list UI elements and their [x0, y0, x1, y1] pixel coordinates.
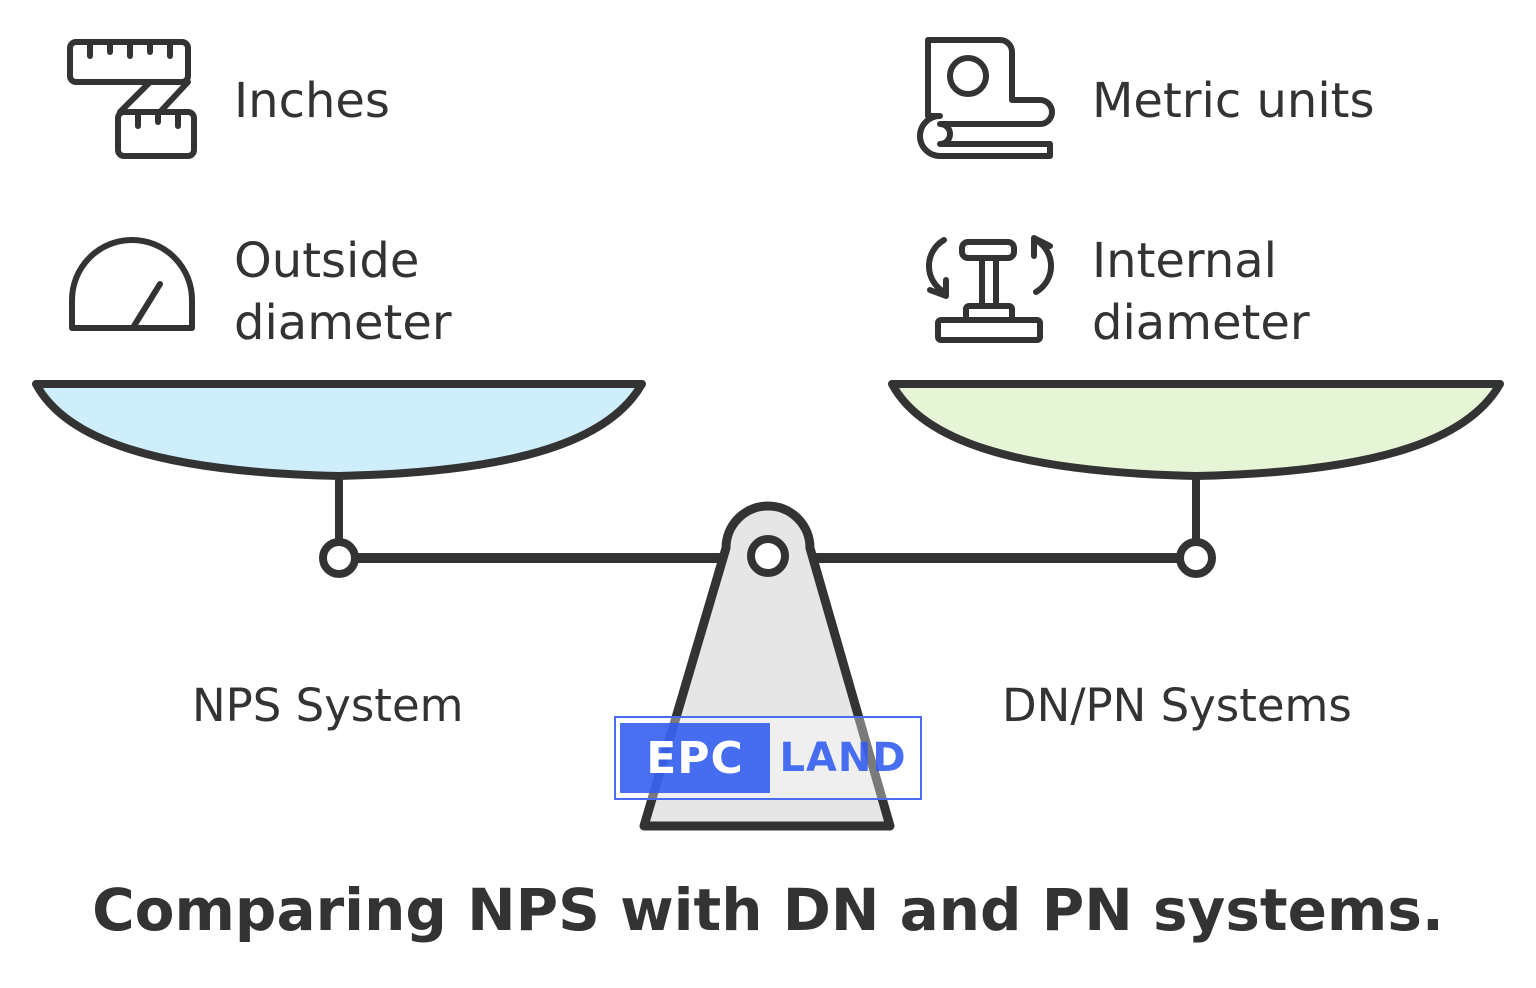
internal-diameter-line2: diameter [1092, 295, 1310, 351]
internal-diameter-label: Internal diameter [1092, 230, 1310, 354]
nps-system-label: NPS System [192, 679, 464, 732]
tape-measure-icon [917, 37, 1055, 159]
epc-land-watermark-logo: EPC LAND [614, 716, 922, 800]
internal-diameter-line1: Internal [1092, 233, 1277, 289]
left-beam-pivot [319, 538, 359, 578]
metric-units-label: Metric units [1092, 73, 1375, 129]
diagram-caption: Comparing NPS with DN and PN systems. [92, 876, 1444, 944]
outside-diameter-label: Outside diameter [234, 230, 452, 354]
right-beam-pivot [1176, 538, 1216, 578]
dn-pn-systems-label: DN/PN Systems [1002, 679, 1352, 732]
gauge-icon [69, 237, 195, 331]
left-pan [32, 380, 646, 480]
watermark-left-text: EPC [620, 723, 770, 793]
watermark-right-text: LAND [779, 735, 907, 781]
right-pan [888, 380, 1504, 480]
outside-diameter-line2: diameter [234, 295, 452, 351]
tape-ruler-icon [67, 39, 197, 159]
inches-label: Inches [234, 73, 390, 129]
fulcrum-pivot [747, 535, 789, 577]
piston-rotate-icon [925, 235, 1055, 343]
outside-diameter-line1: Outside [234, 233, 420, 289]
